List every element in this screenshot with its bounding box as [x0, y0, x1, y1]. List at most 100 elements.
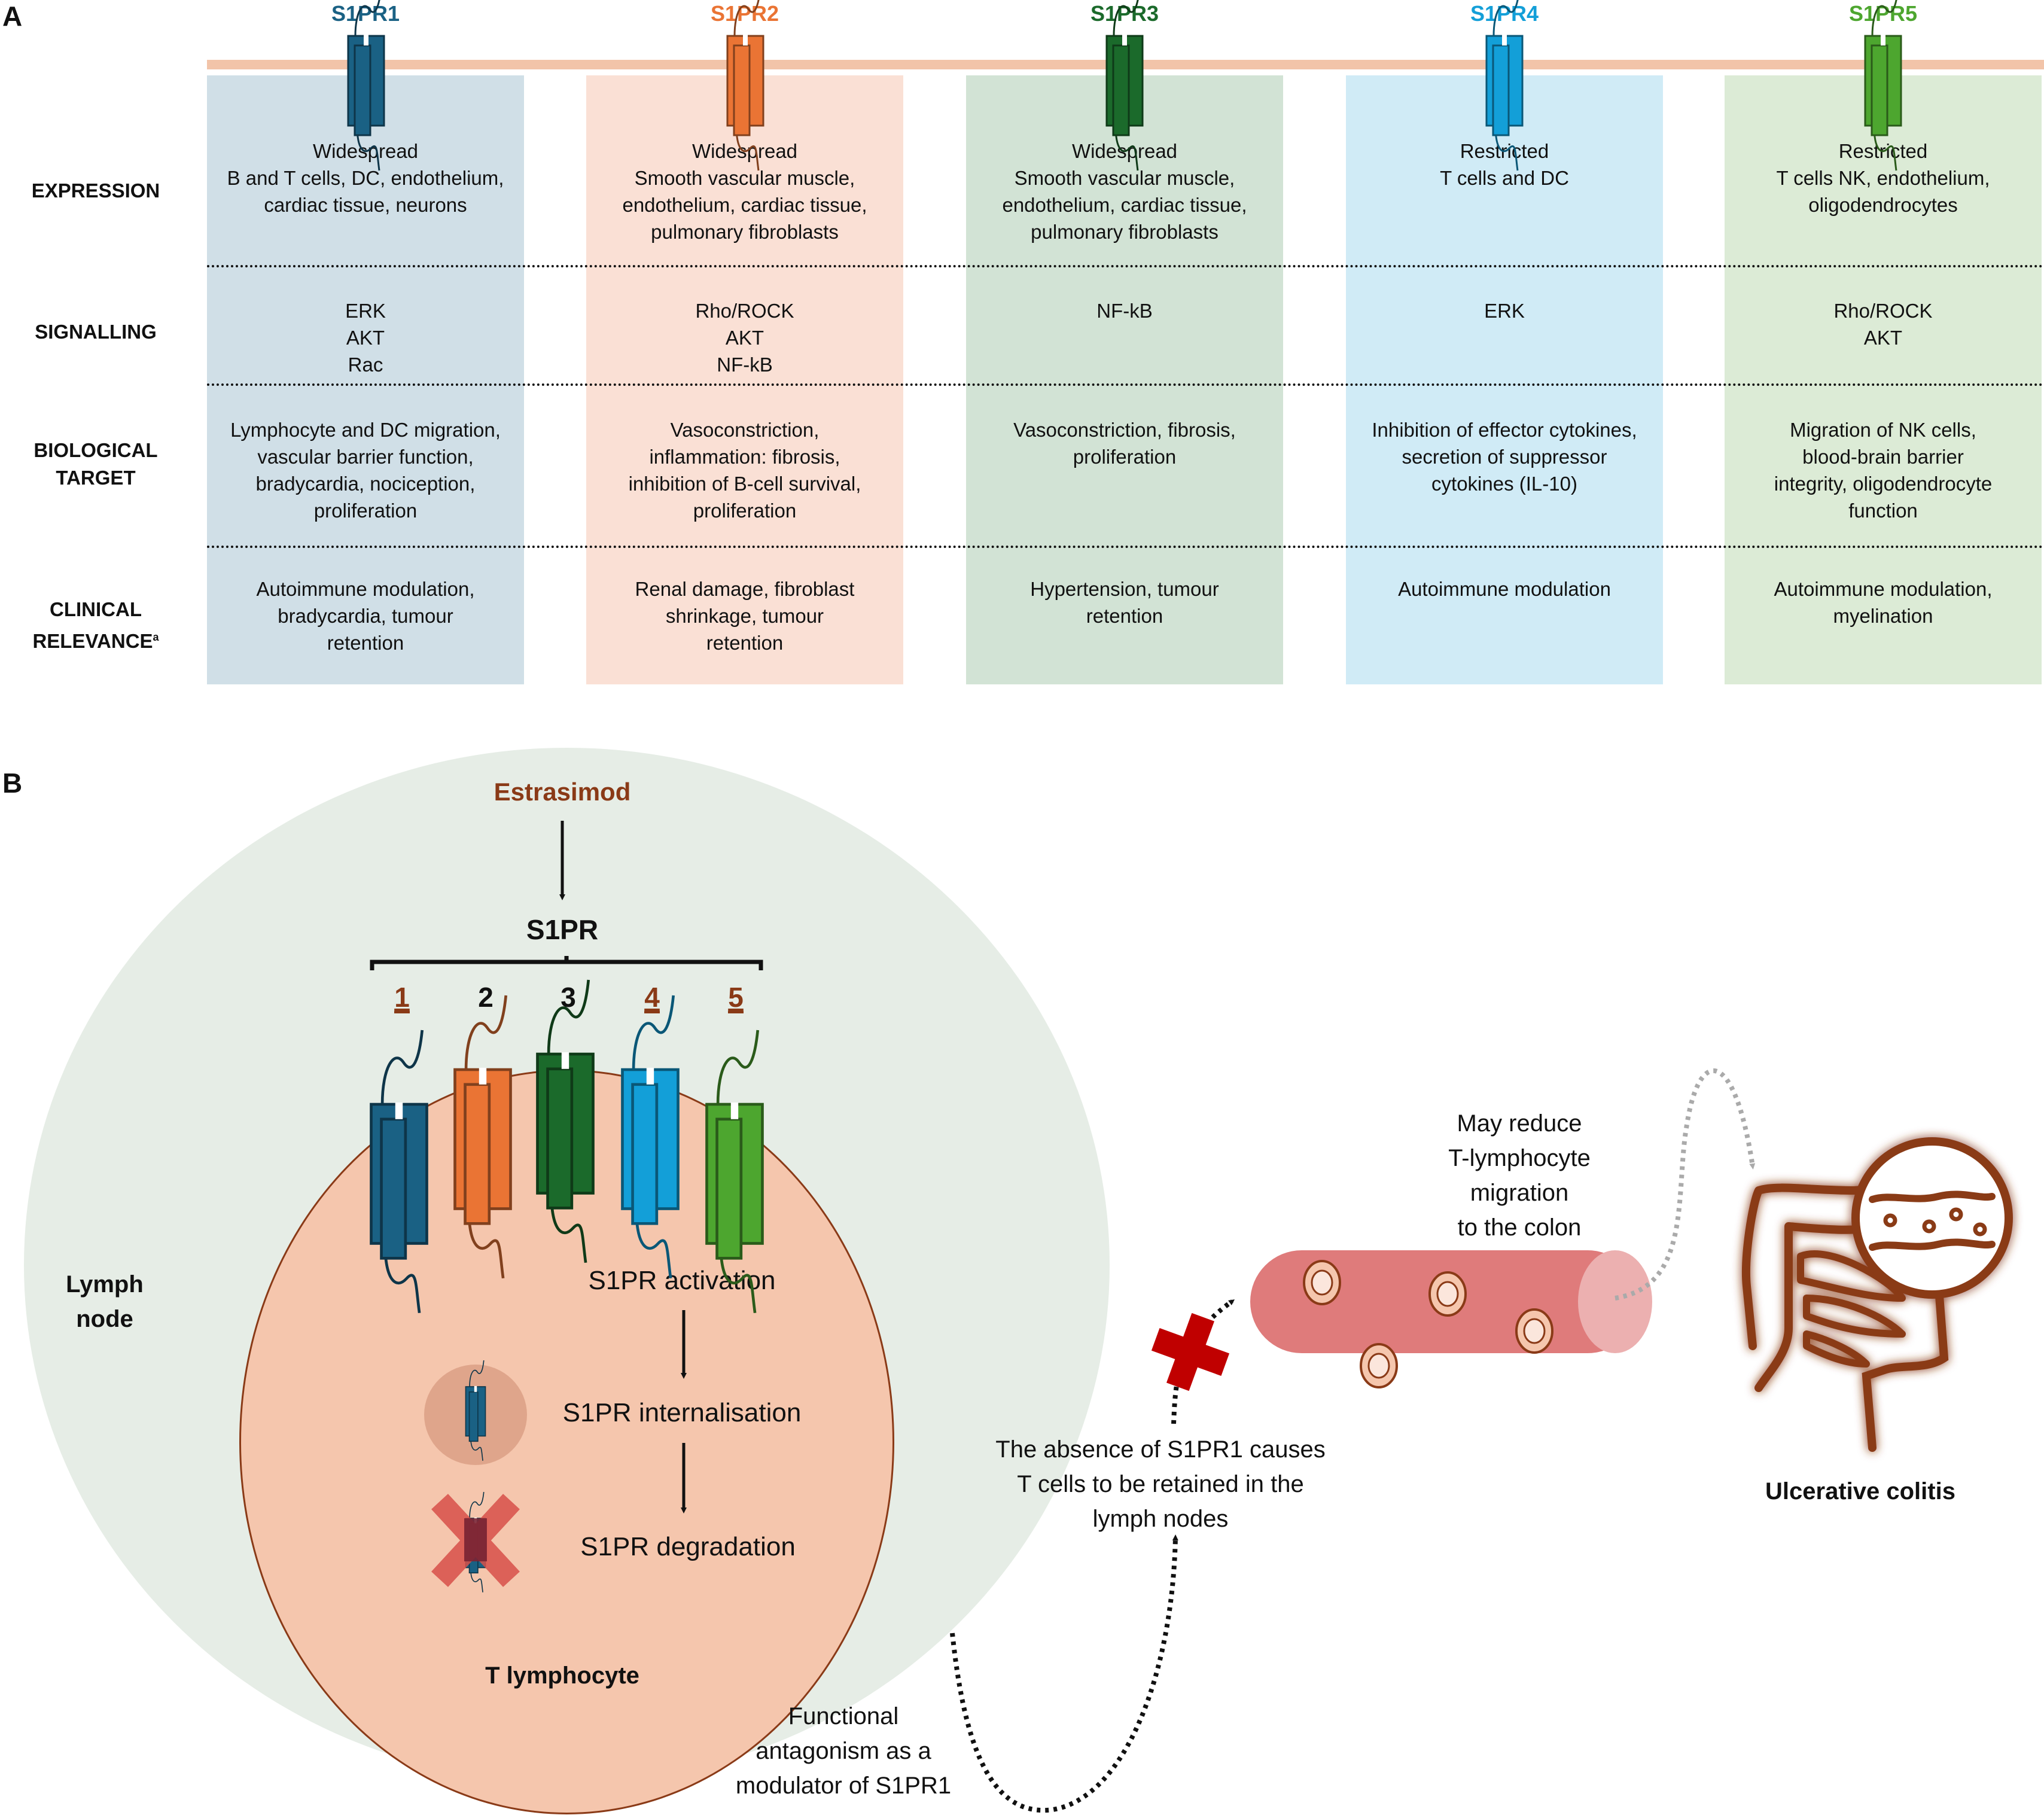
degraded-receptor-icon: [431, 1491, 520, 1592]
cell-clinical-relevance: Autoimmune modulation: [1346, 575, 1663, 602]
cell-biological-target: Vasoconstriction, inflammation: fibrosis,…: [586, 416, 903, 524]
row-label-text: TARGET: [56, 467, 136, 489]
cell-line: shrinkage, tumour: [665, 605, 824, 627]
cell-clinical-relevance: Autoimmune modulation,myelination: [1725, 575, 2042, 629]
cell-line: bradycardia, tumour: [278, 605, 453, 627]
receptor-column-s1pr5: [1725, 75, 2042, 684]
note-line: The absence of S1PR1 causes: [995, 1436, 1326, 1463]
receptor-column-s1pr2: [586, 75, 903, 684]
row-label-text: RELEVANCE: [32, 630, 153, 652]
cell-line: Vasoconstriction, fibrosis,: [1013, 419, 1236, 441]
membrane-receptor-2: [453, 995, 512, 1279]
migration-dotted-arrow: [1615, 1068, 1756, 1301]
cell-line: Renal damage, fibroblast: [635, 578, 855, 600]
drug-name: Estrasimod: [494, 778, 631, 806]
row-label-text: EXPRESSION: [31, 179, 160, 202]
lymph-node-label: Lymph node: [42, 1267, 167, 1336]
note-line: lymph nodes: [1092, 1506, 1229, 1532]
cell-line: bradycardia, nociception,: [255, 473, 476, 495]
cell-line: retention: [327, 632, 404, 654]
cell-line: AKT: [346, 327, 385, 349]
cell-biological-target: Vasoconstriction, fibrosis, proliferation: [966, 416, 1283, 470]
cell-biological-target: Inhibition of effector cytokines, secreti…: [1346, 416, 1663, 497]
cell-line: pulmonary fibroblasts: [1031, 221, 1219, 243]
cell-line: Migration of NK cells,: [1790, 419, 1976, 441]
receptor-column-s1pr4: [1346, 75, 1663, 684]
cell-line: AKT: [1863, 327, 1903, 349]
lymphocyte-in-vessel: [1515, 1308, 1553, 1354]
row-divider: [207, 546, 2044, 548]
cell-line: integrity, oligodendrocyte: [1774, 473, 1993, 495]
cell-line: NF-kB: [1096, 300, 1153, 322]
cell-line: T cells NK, endothelium,: [1776, 167, 1990, 189]
cell-line: myelination: [1833, 605, 1933, 627]
receptor-icon-s1pr5: [1864, 0, 1902, 171]
membrane-receptor-5: [705, 1030, 764, 1314]
note-line: T cells to be retained in the: [1017, 1471, 1304, 1497]
step-activation: S1PR activation: [588, 1266, 776, 1295]
cell-signalling: Rho/ROCK AKT: [1725, 297, 2042, 351]
cell-line: B and T cells, DC, endothelium,: [227, 167, 504, 189]
cell-line: blood-brain barrier: [1802, 446, 1964, 468]
cell-line: Inhibition of effector cytokines,: [1372, 419, 1637, 441]
cell-line: inflammation: fibrosis,: [649, 446, 840, 468]
cell-line: Vasoconstriction,: [670, 419, 820, 441]
receptor-icon-s1pr4: [1485, 0, 1524, 171]
cell-line: Hypertension, tumour: [1030, 578, 1219, 600]
cell-biological-target: Migration of NK cells, blood-brain barrie…: [1725, 416, 2042, 524]
cell-line: proliferation: [313, 500, 418, 522]
row-label-biological-target: BIOLOGICAL TARGET: [0, 437, 191, 492]
label-line: node: [76, 1306, 133, 1332]
colon-icon: [1742, 1137, 2013, 1452]
subtype-bracket: [370, 956, 763, 970]
cell-signalling: NF-kB: [966, 297, 1283, 324]
cell-line: Autoimmune modulation,: [256, 578, 475, 600]
subtype-number: 5: [728, 982, 744, 1013]
cell-line: proliferation: [693, 500, 797, 522]
cell-line: pulmonary fibroblasts: [651, 221, 839, 243]
cell-line: ERK: [345, 300, 386, 322]
cell-line: oligodendrocytes: [1808, 194, 1958, 216]
cell-clinical-relevance: Hypertension, tumour retention: [966, 575, 1283, 629]
cell-line: cardiac tissue, neurons: [264, 194, 467, 216]
receptor-column-s1pr1: [207, 75, 524, 684]
row-label-signalling: SIGNALLING: [0, 318, 191, 346]
disease-label: Ulcerative colitis: [1765, 1478, 1955, 1505]
panel-a-letter: A: [2, 1, 23, 32]
cell-biological-target: Lymphocyte and DC migration,vascular bar…: [207, 416, 524, 524]
row-divider: [207, 265, 2044, 267]
note-line: Functional: [788, 1703, 899, 1729]
cell-line: retention: [1086, 605, 1163, 627]
membrane-receptor-4: [621, 995, 680, 1279]
cell-line: T cells and DC: [1440, 167, 1569, 189]
cell-line: NF-kB: [717, 354, 773, 376]
footnote-marker: a: [153, 631, 159, 643]
step-degradation: S1PR degradation: [580, 1532, 796, 1561]
cell-line: proliferation: [1073, 446, 1177, 468]
note-line: modulator of S1PR1: [735, 1773, 952, 1799]
row-label-text: BIOLOGICAL: [33, 439, 158, 461]
subtype-number: 4: [644, 982, 660, 1013]
cell-signalling: ERK: [1346, 297, 1663, 324]
subtype-number: 2: [478, 982, 494, 1013]
note-line: May reduce: [1457, 1110, 1582, 1137]
migration-note: May reduce T-lymphocyte migration to the…: [1406, 1106, 1633, 1245]
cell-line: secretion of suppressor: [1402, 446, 1607, 468]
cell-line: endothelium, cardiac tissue,: [622, 194, 867, 216]
membrane-receptor-3: [536, 979, 595, 1263]
target-label: S1PR: [526, 914, 599, 945]
receptor-icon-s1pr1: [347, 0, 385, 171]
step-internalisation: S1PR internalisation: [562, 1398, 802, 1427]
cell-line: Rho/ROCK: [695, 300, 794, 322]
functional-antagonism-note: Functional antagonism as a modulator of …: [706, 1699, 981, 1803]
cell-line: Rho/ROCK: [1833, 300, 1933, 322]
cell-line: Autoimmune modulation: [1398, 578, 1611, 600]
cell-line: vascular barrier function,: [257, 446, 474, 468]
t-lymphocyte-label: T lymphocyte: [485, 1662, 639, 1689]
row-divider: [207, 383, 2044, 386]
